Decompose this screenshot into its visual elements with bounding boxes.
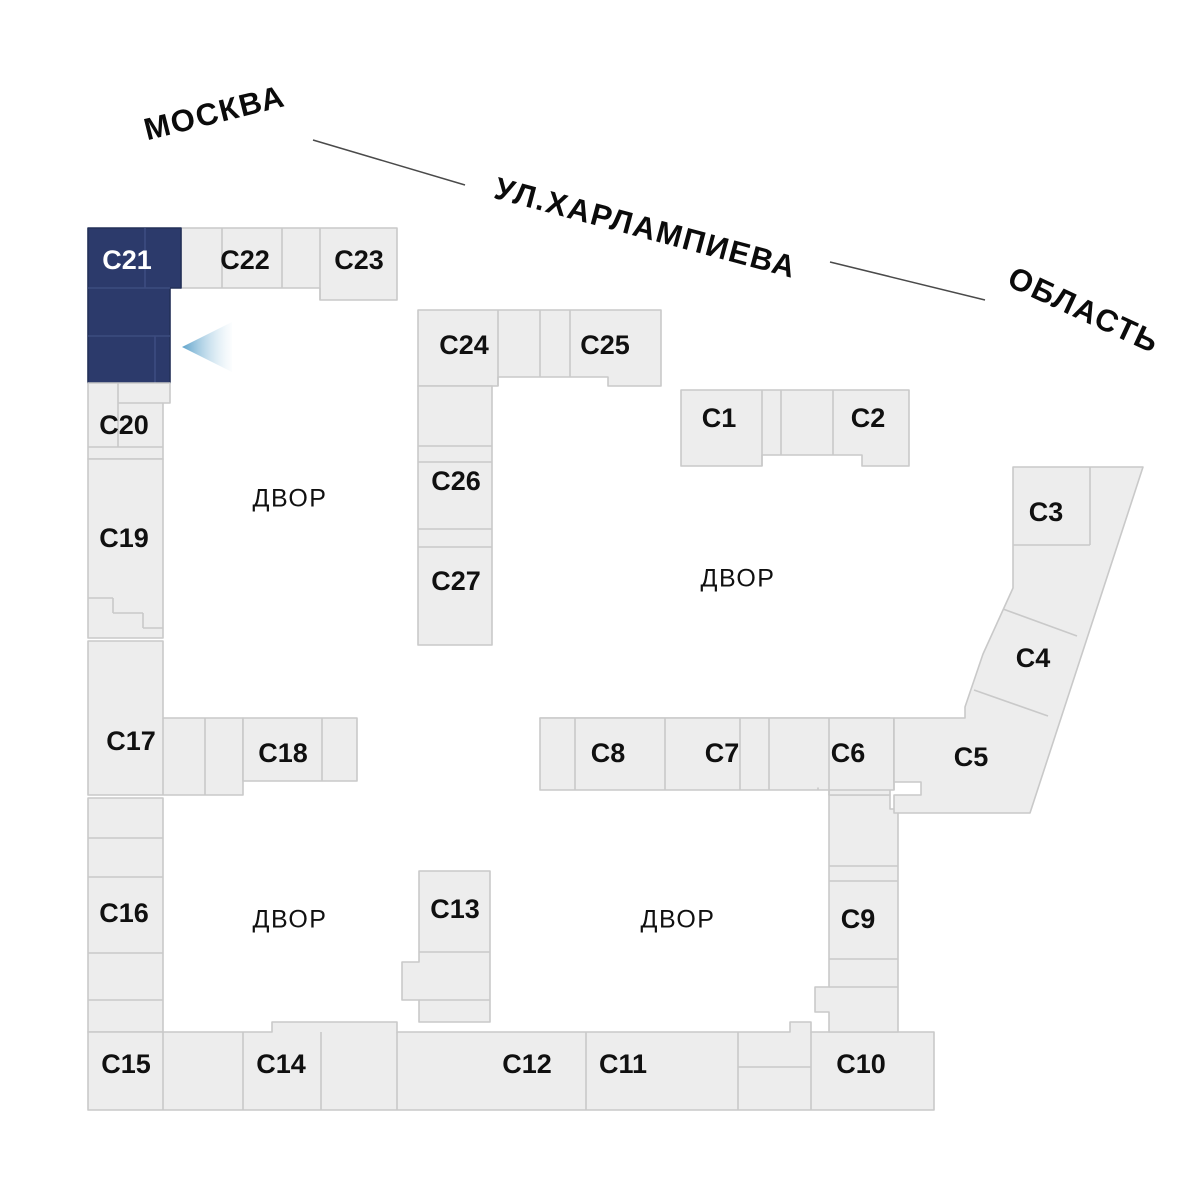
block-C3-C4-C5-footprint[interactable] [893,466,1144,814]
block-label-C27[interactable]: C27 [431,566,481,596]
block-C19-footprint[interactable] [87,458,164,639]
block-label-C24[interactable]: C24 [439,330,489,360]
block-group-east-C9[interactable] [814,794,899,1033]
block-group-south[interactable] [87,870,935,1111]
yard-southeast: ДВОР [641,906,716,934]
block-label-C25[interactable]: C25 [580,330,630,360]
divider-c4-bottom [973,689,1049,717]
block-C8-C7-C6-footprint[interactable] [539,717,895,791]
street-leader-lines [312,139,986,301]
block-label-C14[interactable]: C14 [256,1049,306,1079]
block-group-C1-C2[interactable] [680,389,910,467]
block-label-C18[interactable]: C18 [258,738,308,768]
block-label-C1[interactable]: C1 [702,403,737,433]
block-label-C12[interactable]: C12 [502,1049,552,1079]
block-label-C8[interactable]: C8 [591,738,626,768]
block-label-C26[interactable]: C26 [431,466,481,496]
block-label-C16[interactable]: C16 [99,898,149,928]
block-label-C15[interactable]: C15 [101,1049,151,1079]
yard-northeast: ДВОР [701,565,776,593]
block-C9-footprint[interactable] [814,794,899,1033]
block-label-C20[interactable]: C20 [99,410,149,440]
courtyard-label-group: ДВОР ДВОР ДВОР ДВОР [253,485,776,934]
block-label-C4[interactable]: C4 [1016,643,1051,673]
yard-southwest: ДВОР [253,906,328,934]
street-label-moskva: МОСКВА [140,78,288,147]
block-C18-footprint[interactable] [242,717,358,782]
block-label-C19[interactable]: C19 [99,523,149,553]
block-C17-footprint[interactable] [87,640,244,796]
leader-oblast [829,261,986,301]
leader-moskva [312,139,466,186]
street-label-oblast: ОБЛАСТЬ [1003,260,1166,361]
block-south-bar-footprint[interactable] [87,1021,935,1111]
block-label-C11[interactable]: C11 [599,1049,647,1079]
block-label-C3[interactable]: C3 [1029,497,1064,527]
block-label-C5[interactable]: C5 [954,742,989,772]
block-label-C17[interactable]: C17 [106,726,156,756]
block-C26-C27-footprint[interactable] [417,385,493,646]
block-group-west[interactable] [87,640,358,1033]
block-group-north-west[interactable] [87,227,398,639]
block-label-C23[interactable]: C23 [334,245,384,275]
street-label-ul-harlampieva: УЛ.ХАРЛАМПИЕВА [491,171,801,285]
block-label-C22[interactable]: C22 [220,245,270,275]
divider-c4-top [1002,608,1078,637]
block-label-C21[interactable]: C21 [102,245,152,275]
block-group-centre-north[interactable] [417,309,662,646]
block-label-C10[interactable]: C10 [836,1049,886,1079]
block-label-C13[interactable]: C13 [430,894,480,924]
selected-block-pointer [182,322,232,372]
block-label-C7[interactable]: C7 [705,738,740,768]
block-label-C6[interactable]: C6 [831,738,866,768]
block-group-east-angled[interactable] [893,466,1144,814]
yard-northwest: ДВОР [253,485,328,513]
block-C1-C2-footprint[interactable] [680,389,910,467]
block-label-C2[interactable]: C2 [851,403,886,433]
block-group-central-bar[interactable] [539,717,895,796]
block-label-C9[interactable]: C9 [841,904,876,934]
